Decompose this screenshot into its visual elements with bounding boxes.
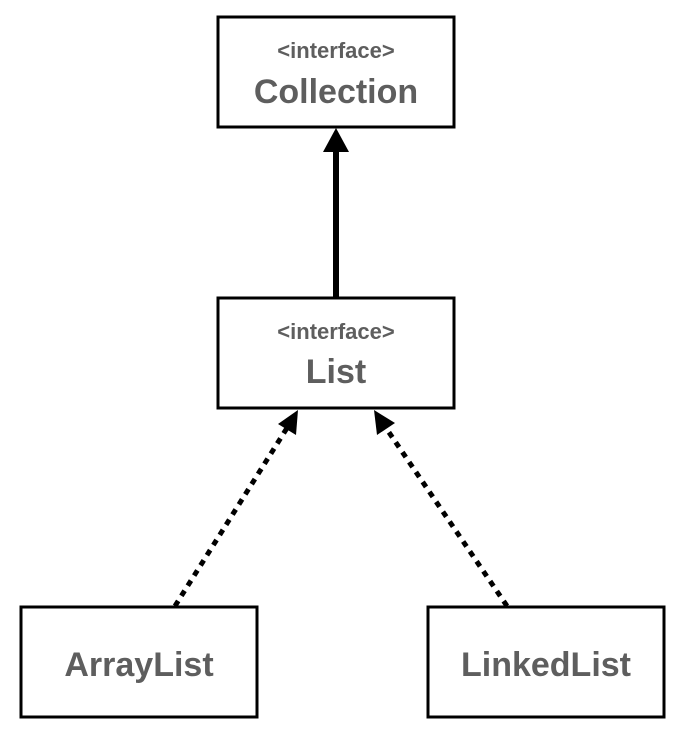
node-arraylist-name: ArrayList: [64, 646, 213, 684]
node-linkedlist-box: [426, 605, 666, 719]
edge-line-dotted-arraylist: [172, 426, 290, 608]
node-arraylist-box: [19, 605, 259, 719]
arrow-head-list-right: [374, 410, 395, 435]
edge-arraylist-to-list: [172, 410, 298, 608]
node-collection: <interface> Collection: [216, 15, 456, 129]
edge-linkedlist-to-list: [374, 410, 510, 608]
node-linkedlist: LinkedList: [426, 605, 666, 719]
node-list-name: List: [306, 353, 366, 391]
node-arraylist: ArrayList: [19, 605, 259, 719]
node-collection-name: Collection: [254, 73, 418, 111]
node-list-stereotype: <interface>: [277, 319, 394, 344]
node-collection-stereotype: <interface>: [277, 38, 394, 63]
node-collection-box: [216, 15, 456, 129]
arrow-head-list-left: [278, 410, 298, 435]
edge-line-dotted-linkedlist: [383, 426, 510, 608]
arrow-head-collection: [323, 128, 349, 152]
node-linkedlist-name: LinkedList: [461, 646, 631, 684]
edge-list-to-collection: [323, 128, 349, 297]
node-list-box: [216, 296, 456, 410]
node-list: <interface> List: [216, 296, 456, 410]
